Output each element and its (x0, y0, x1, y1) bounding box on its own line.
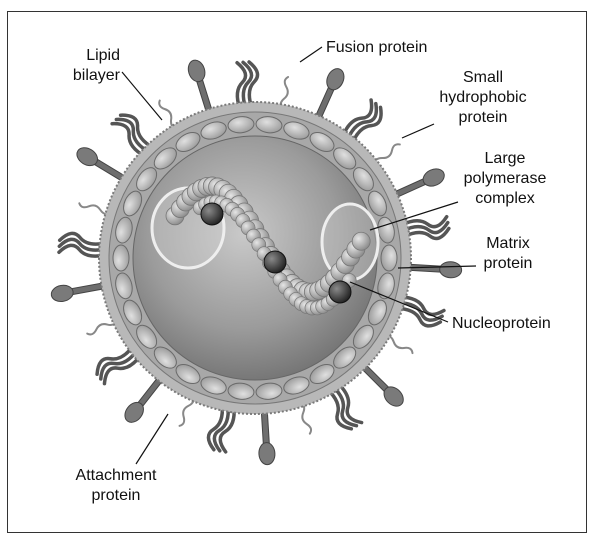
surface-spike (59, 233, 106, 257)
polymerase-bead (329, 281, 351, 303)
label-small-hydrophobic: Small hydrophobic protein (428, 68, 538, 128)
leader-fusion-protein (300, 47, 322, 62)
surface-spike (235, 62, 259, 109)
surface-spike (404, 259, 462, 278)
polymerase-bead (264, 251, 286, 273)
attachment-spike-head (439, 261, 462, 278)
matrix-protein-oval (381, 245, 397, 271)
attachment-spike-head (324, 66, 348, 93)
label-lipid-bilayer: Lipid bilayer (58, 46, 120, 86)
matrix-protein-oval (113, 245, 129, 271)
nucleoprotein-bead (352, 232, 370, 250)
surface-spike (50, 277, 109, 303)
label-matrix-protein: Matrix protein (464, 234, 552, 274)
attachment-spike-head (258, 442, 275, 465)
attachment-spike-head (186, 58, 208, 84)
attachment-spike-head (420, 166, 447, 190)
label-fusion-protein: Fusion protein (326, 38, 427, 58)
label-nucleoprotein: Nucleoprotein (452, 314, 551, 334)
leader-lipid-bilayer (122, 72, 162, 120)
attachment-spike-head (50, 284, 75, 304)
label-large-polymerase: Large polymerase complex (452, 149, 558, 209)
label-attachment-protein: Attachment protein (60, 466, 172, 506)
polymerase-bead (201, 203, 223, 225)
surface-spike (256, 407, 275, 465)
leader-attachment-protein (136, 414, 168, 464)
